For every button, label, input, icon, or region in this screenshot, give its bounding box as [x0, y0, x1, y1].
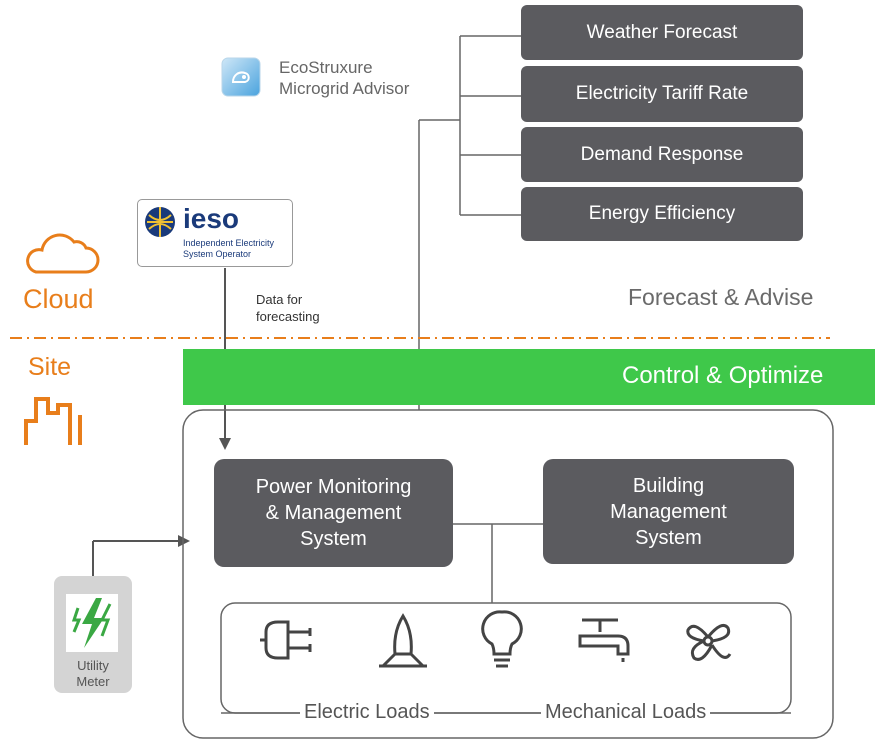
- ieso-subtitle: Independent Electricity System Operator: [183, 238, 274, 260]
- bms-line2: Management: [610, 500, 727, 523]
- globe-icon: [143, 205, 177, 239]
- tariff-rate-box: Electricity Tariff Rate: [521, 66, 803, 122]
- data-note-line2: forecasting: [256, 309, 320, 324]
- data-note-line1: Data for: [256, 292, 303, 307]
- utility-meter: Utility Meter: [54, 576, 132, 693]
- pmms-box: Power Monitoring & Management System: [214, 459, 453, 567]
- bms-line3: System: [635, 526, 702, 549]
- cloud-label: Cloud: [23, 284, 94, 314]
- bms-box: Building Management System: [543, 459, 794, 564]
- tariff-rate-label: Electricity Tariff Rate: [575, 83, 749, 104]
- data-note: Data for forecasting: [256, 291, 320, 325]
- electric-loads-label: Electric Loads: [300, 701, 434, 724]
- weather-forecast-label: Weather Forecast: [586, 21, 738, 43]
- lightning-icon: [66, 594, 118, 652]
- energy-efficiency-label: Energy Efficiency: [588, 203, 736, 224]
- forecast-label: Forecast & Advise: [628, 284, 814, 310]
- advisor-line2: Microgrid Advisor: [279, 79, 410, 98]
- weather-forecast-box: Weather Forecast: [521, 5, 803, 60]
- control-band: [183, 349, 875, 405]
- ieso-name: ieso: [183, 203, 240, 234]
- meter-line1: Utility: [77, 658, 109, 673]
- plug-icon: [258, 616, 320, 664]
- meter-line2: Meter: [76, 674, 110, 689]
- building-icon: [22, 393, 92, 448]
- site-label: Site: [28, 353, 72, 381]
- cloud-icon: [22, 228, 100, 278]
- control-label: Control & Optimize: [622, 362, 824, 389]
- pmms-line2: & Management: [265, 502, 402, 524]
- faucet-icon: [574, 614, 634, 668]
- demand-response-label: Demand Response: [580, 143, 744, 165]
- ieso-line1: Independent Electricity: [183, 238, 275, 248]
- meter-label: Utility Meter: [54, 658, 132, 690]
- fan-icon: [684, 616, 740, 666]
- ecostruxure-logo-icon: [219, 55, 264, 100]
- ieso-logo: ieso Independent Electricity System Oper…: [137, 199, 293, 267]
- lamp-icon: [373, 612, 433, 672]
- bms-line1: Building: [632, 474, 705, 497]
- demand-response-box: Demand Response: [521, 127, 803, 182]
- mechanical-loads-label: Mechanical Loads: [541, 701, 711, 724]
- ieso-line2: System Operator: [183, 249, 252, 259]
- advisor-name: EcoStruxure Microgrid Advisor: [279, 57, 409, 99]
- advisor-line1: EcoStruxure: [279, 58, 373, 77]
- pmms-line1: Power Monitoring: [255, 476, 412, 498]
- lightbulb-icon: [480, 608, 524, 674]
- energy-efficiency-box: Energy Efficiency: [521, 187, 803, 241]
- pmms-line3: System: [300, 528, 367, 550]
